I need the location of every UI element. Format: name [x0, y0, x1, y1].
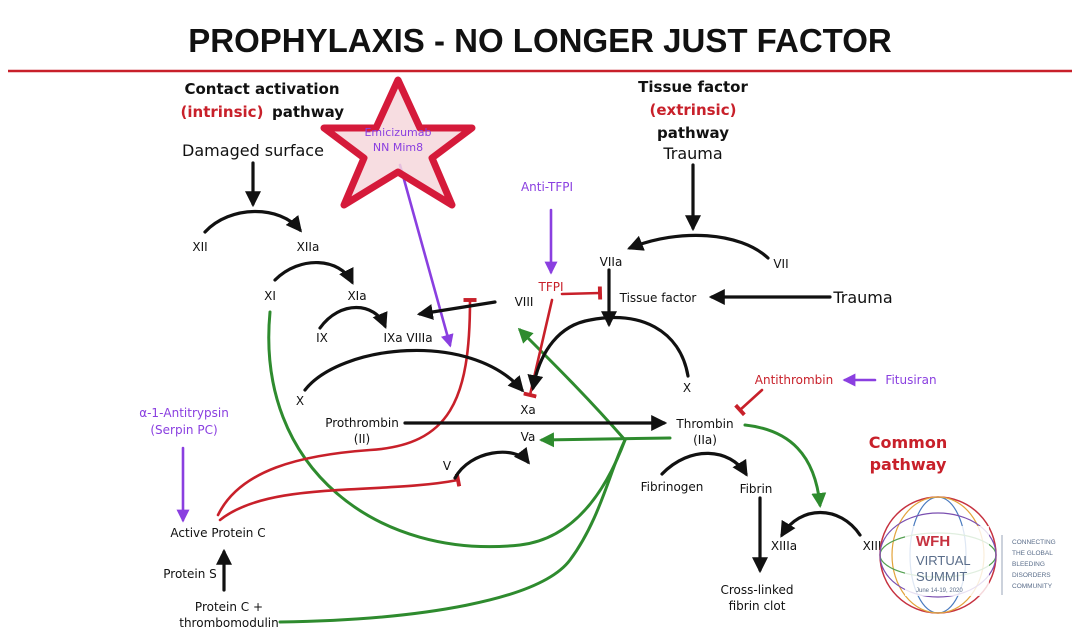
logo-tagline-4: DISORDERS [1012, 572, 1051, 579]
green-thrombin-to-xiii [743, 423, 827, 508]
arrow-x-to-xa [303, 348, 525, 393]
factor-xiii: XIII [863, 539, 882, 553]
logo-virtual: VIRTUAL [916, 553, 971, 568]
factor-xii: XII [192, 240, 207, 254]
logo-text-backdrop [905, 526, 989, 596]
extrinsic-heading: Tissue factor [638, 78, 748, 96]
crosslinked-line2: fibrin clot [729, 599, 786, 613]
logo-globe-parallel-2 [879, 512, 997, 598]
red-antithrombin-to-thrombin [734, 388, 764, 417]
factor-xi: XI [264, 289, 276, 303]
logo-wfh: WFH [916, 533, 950, 550]
slide-title: PROPHYLAXIS - NO LONGER JUST FACTOR [188, 22, 892, 59]
common-pathway-line2: pathway [870, 455, 947, 474]
common-pathway-line1: Common [869, 433, 947, 452]
arrow-vii-to-viia [627, 233, 770, 260]
serpin-pc-label: (Serpin PC) [150, 423, 217, 437]
protein-s: Protein S [163, 567, 217, 581]
arrow-ix-to-ixa [318, 305, 388, 330]
green-loop-xi-to-thrombin [267, 310, 627, 549]
arrow-xi-to-xia [273, 261, 354, 285]
thrombin-iia: (IIa) [693, 433, 717, 447]
active-protein-c: Active Protein C [170, 526, 265, 540]
factor-xia: XIa [347, 289, 366, 303]
red-apc-to-va [218, 473, 462, 522]
factor-xiiia: XIIIa [771, 539, 797, 553]
purple-emicizumab-arrow [398, 163, 454, 348]
arrow-v-to-va [453, 446, 530, 480]
protein-c-line1: Protein C + [195, 600, 263, 614]
intrinsic-colored: (intrinsic) [181, 103, 264, 121]
prothrombin-ii: (II) [354, 432, 370, 446]
green-thrombin-to-viii [517, 327, 627, 442]
trauma-label: Trauma [662, 144, 722, 163]
factor-va: Va [521, 430, 536, 444]
intrinsic-pathway-word: pathway [272, 103, 344, 121]
tfpi-label: TFPI [537, 280, 563, 294]
extrinsic-pathway-word: pathway [657, 124, 729, 142]
star-highlight [320, 76, 476, 209]
crosslinked-line1: Cross-linked [720, 583, 793, 597]
intrinsic-heading: Contact activation [184, 80, 339, 98]
fibrinogen: Fibrinogen [641, 480, 704, 494]
factor-viii: VIII [515, 295, 534, 309]
alpha1-antitrypsin-label: α-1-Antitrypsin [139, 406, 229, 420]
prothrombin: Prothrombin [325, 416, 399, 430]
factor-v: V [443, 459, 452, 473]
arrow-xiii-to-xiiia [780, 511, 862, 538]
arrow-fibrinogen-to-fibrin [660, 451, 748, 477]
protein-c-line2: thrombomodulin [179, 616, 279, 630]
red-apc-to-viiia [216, 298, 477, 517]
factor-xa: Xa [520, 403, 536, 417]
factor-xiia: XIIa [297, 240, 320, 254]
logo-tagline-2: THE GLOBAL [1012, 550, 1053, 557]
damaged-surface: Damaged surface [182, 141, 324, 160]
emicizumab-label: Emicizumab [364, 126, 431, 139]
arrow-viii-to-viiia [416, 300, 497, 320]
nn-mim8-label: NN Mim8 [373, 141, 423, 154]
anti-tfpi-label: Anti-TFPI [521, 180, 573, 194]
factor-ixa-viiia: IXa VIIIa [383, 331, 432, 345]
factor-x-right: X [683, 381, 691, 395]
tissue-factor: Tissue factor [619, 291, 697, 305]
logo-summit: SUMMIT [916, 569, 967, 584]
factor-vii: VII [773, 257, 788, 271]
red-tfpi-to-tissue-factor [560, 286, 603, 300]
fitusiran-label: Fitusiran [885, 373, 936, 387]
factor-x-left: X [296, 394, 304, 408]
logo-tagline-3: BLEEDING [1012, 561, 1045, 568]
logo-tagline-5: COMMUNITY [1012, 583, 1053, 590]
arrow-xii-to-xiia [203, 209, 303, 234]
green-thrombin-to-va [539, 432, 672, 448]
antithrombin-label: Antithrombin [755, 373, 833, 387]
factor-ix: IX [316, 331, 328, 345]
logo-tagline-1: CONNECTING [1012, 539, 1056, 546]
arrow-x-right-to-xa [527, 315, 690, 392]
trauma-2-label: Trauma [832, 288, 892, 307]
extrinsic-colored: (extrinsic) [650, 101, 737, 119]
thrombin: Thrombin [675, 417, 733, 431]
wfh-summit-logo: WFH VIRTUAL SUMMIT June 14-19, 2020 CONN… [879, 496, 1056, 614]
fibrin: Fibrin [740, 482, 773, 496]
logo-dates: June 14-19, 2020 [916, 588, 963, 594]
green-protein-c-to-thrombin [278, 438, 627, 624]
factor-viia: VIIa [600, 255, 623, 269]
